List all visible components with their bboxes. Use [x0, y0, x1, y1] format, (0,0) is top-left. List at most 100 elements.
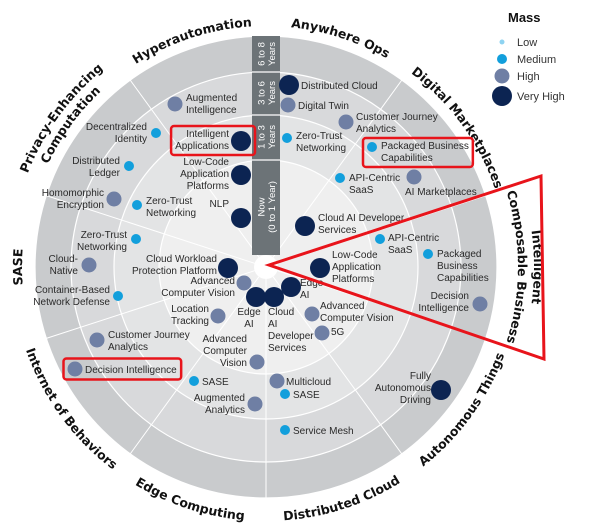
technology-item[interactable]: NLP — [210, 199, 251, 228]
technology-label: SASE — [202, 377, 229, 388]
mass-dot-medium — [113, 291, 123, 301]
mass-dot-high — [314, 325, 330, 341]
technology-item[interactable]: Distributed Cloud — [279, 75, 378, 95]
technology-label: Cloud-Native — [49, 254, 79, 277]
mass-dot-medium — [280, 425, 290, 435]
mass-dot-high — [106, 191, 122, 207]
mass-dot-very-high — [295, 216, 315, 236]
mass-dot-very-high — [431, 380, 451, 400]
mass-dot-very-high — [264, 287, 284, 307]
legend-dot-medium — [497, 54, 507, 64]
technology-item[interactable]: SASE — [280, 389, 320, 401]
mass-dot-medium — [367, 142, 377, 152]
trend-label: SASE — [10, 248, 26, 286]
legend-dot-very-high — [492, 86, 512, 106]
mass-dot-high — [236, 275, 252, 291]
mass-dot-medium — [335, 173, 345, 183]
technology-label: Decision Intelligence — [85, 365, 177, 376]
mass-dot-very-high — [231, 208, 251, 228]
mass-dot-medium — [375, 234, 385, 244]
mass-dot-high — [210, 308, 226, 324]
technology-item[interactable]: Multicloud — [269, 373, 332, 389]
legend-label: High — [517, 71, 540, 83]
technology-item[interactable]: Decision Intelligence — [62, 357, 183, 381]
mass-dot-high — [89, 332, 105, 348]
technology-label: Multicloud — [286, 377, 331, 388]
highlight-box — [361, 136, 475, 169]
mass-dot-very-high — [218, 258, 238, 278]
highlight-box — [62, 357, 183, 381]
technology-item[interactable]: SASE — [189, 376, 229, 388]
mass-dot-high — [269, 373, 285, 389]
mass-dot-high — [280, 97, 296, 113]
technology-label: Distributed Cloud — [301, 81, 378, 92]
highlight-triangle — [264, 173, 546, 362]
technology-item[interactable]: AI Marketplaces — [405, 169, 477, 199]
technology-item[interactable]: Digital Twin — [280, 97, 349, 113]
legend-label: Very High — [517, 91, 565, 103]
mass-dot-high — [406, 169, 422, 185]
technology-item[interactable]: Cloud-Native — [49, 254, 97, 277]
technology-item[interactable]: 5G — [314, 325, 345, 341]
sector-divider — [46, 195, 255, 264]
mass-dot-very-high — [231, 131, 251, 151]
sector-divider — [129, 276, 260, 455]
mass-dot-high — [167, 96, 183, 112]
sector-divider — [272, 79, 403, 258]
mass-dot-medium — [131, 234, 141, 244]
sector-divider — [46, 270, 255, 339]
sector-divider — [272, 276, 403, 455]
mass-dot-high — [472, 296, 488, 312]
technology-item[interactable]: Service Mesh — [280, 425, 354, 437]
mass-dot-medium — [280, 389, 290, 399]
mass-dot-high — [67, 361, 83, 377]
sector-divider — [129, 79, 260, 258]
technology-label: 5G — [331, 327, 345, 338]
legend-label: Medium — [517, 54, 556, 66]
